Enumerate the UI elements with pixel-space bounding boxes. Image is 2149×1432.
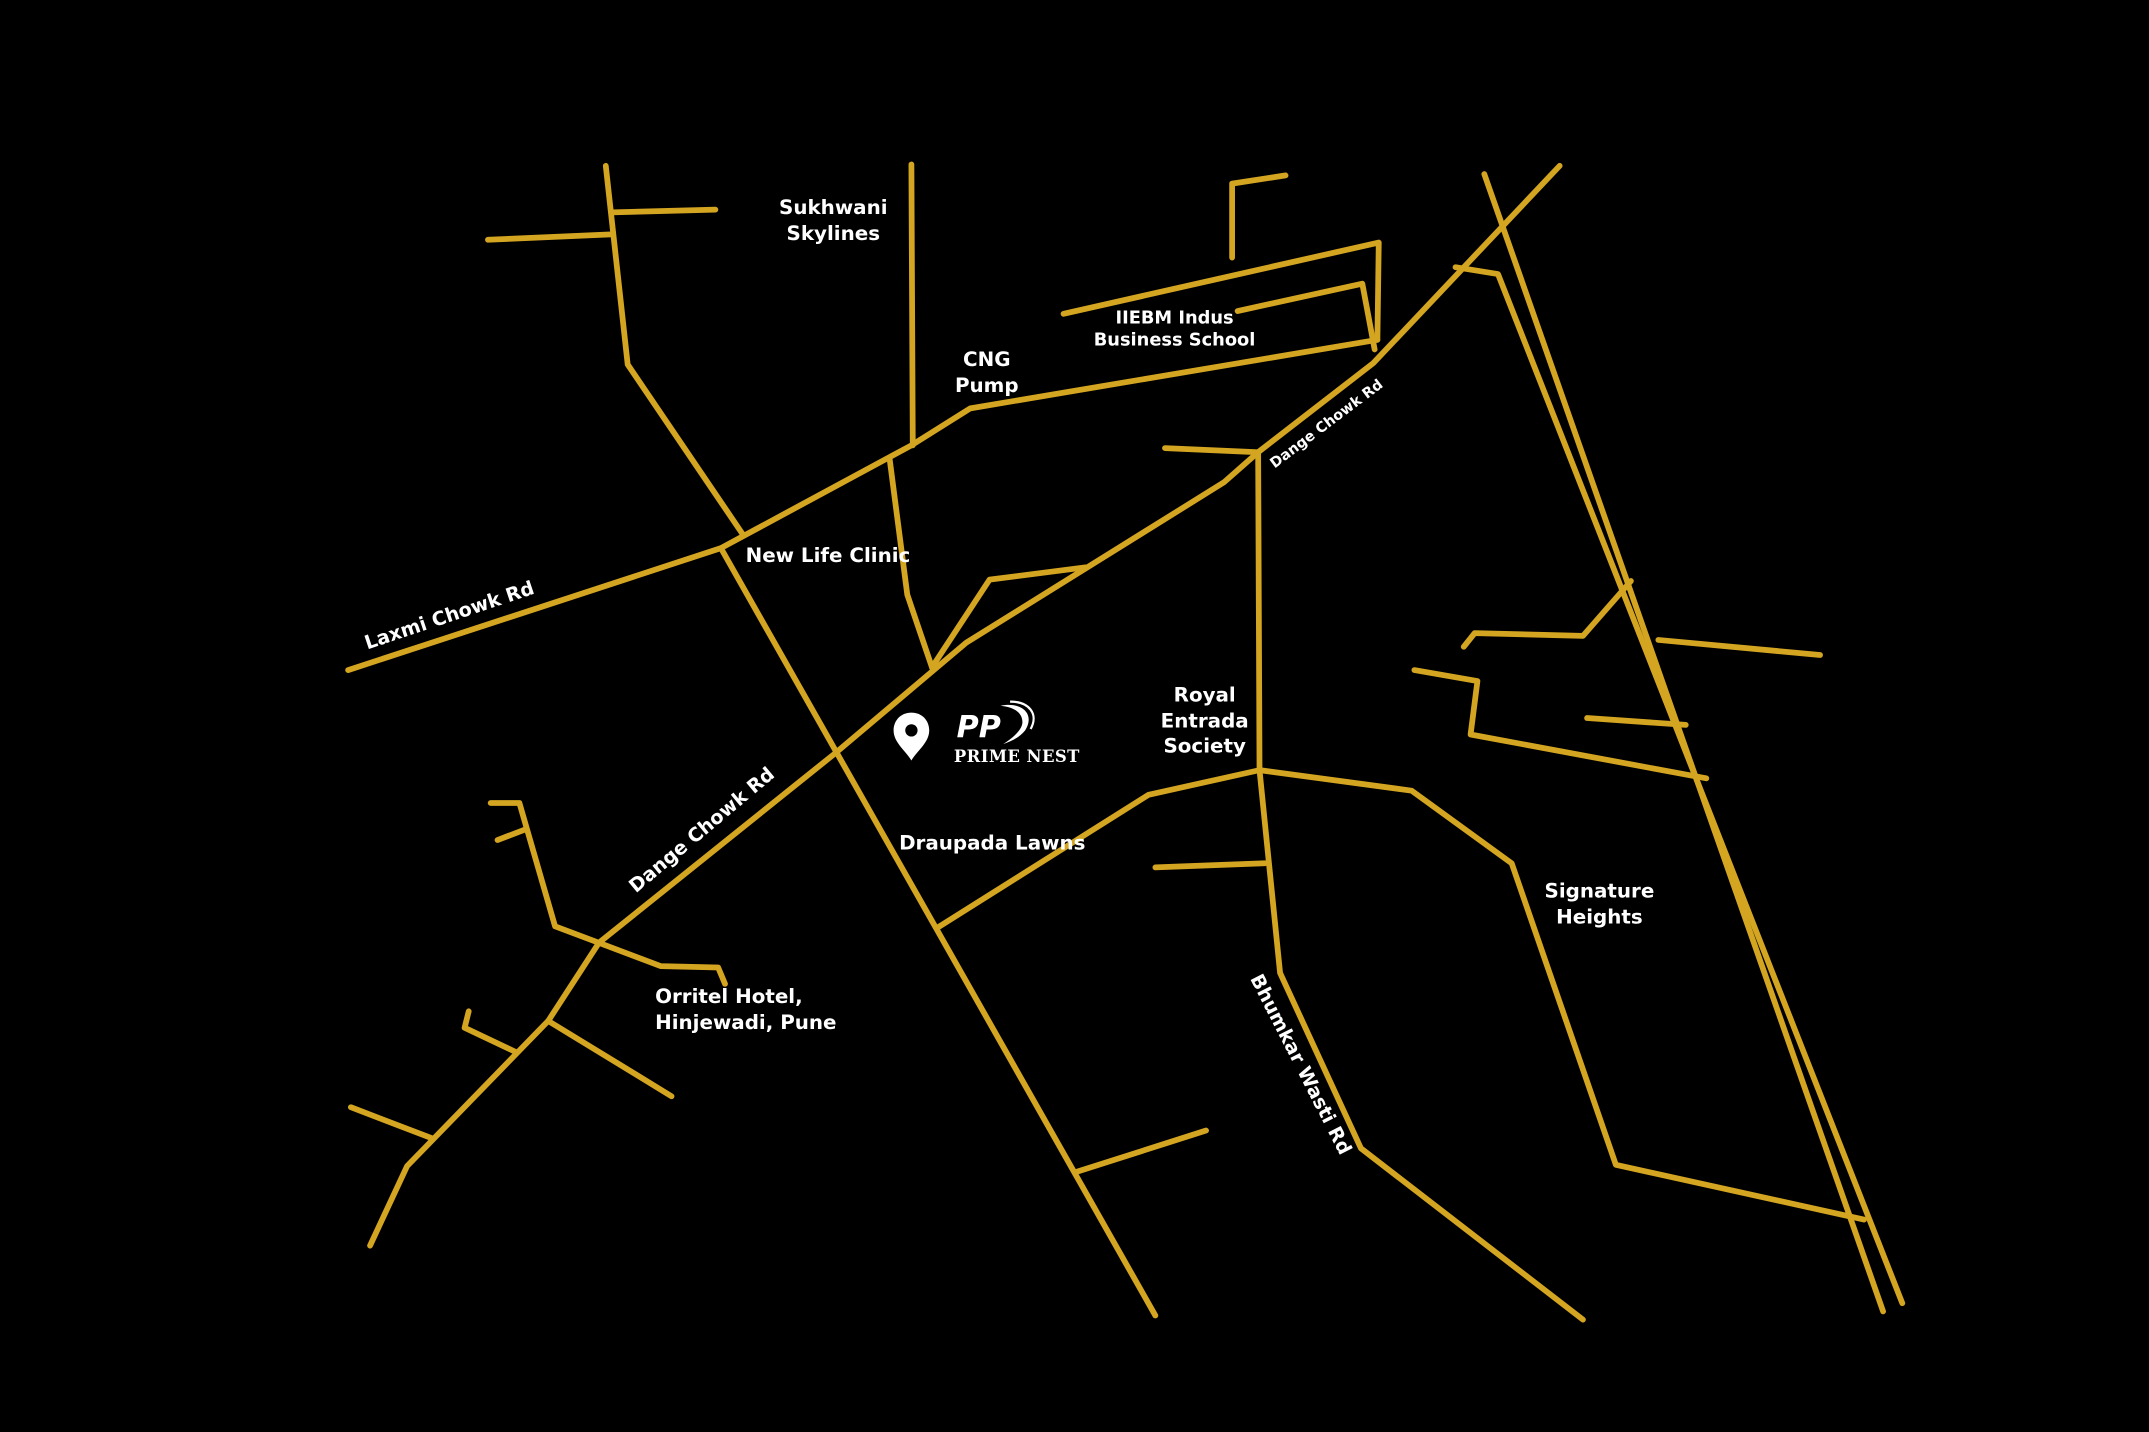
landmark-line: Orritel Hotel, [655,985,803,1008]
landmark-line: Hinjewadi, Pune [655,1011,836,1034]
road-sukhwani [908,161,916,449]
landmark-line: CNG [963,348,1011,371]
road-new-life-diagonal [718,545,1159,1319]
landmark-sukhwani-skylines: Sukhwani Skylines [779,196,887,245]
landmark-iiebm: IIEBM Indus Business School [1094,307,1256,350]
road-sw-orritel [487,800,728,987]
landmark-draupada-lawns: Draupada Lawns [899,832,1085,855]
logo-swoosh-icon [1000,704,1029,745]
landmark-line: Skylines [787,222,881,245]
road-nw-vertical [602,162,746,538]
road-dange-stub [1162,445,1262,456]
landmark-orritel-hotel: Orritel Hotel, Hinjewadi, Pune [655,985,836,1034]
landmark-signature-heights: Signature Heights [1545,880,1655,929]
road-south-branch [1074,1127,1209,1175]
road-network [345,161,1906,1323]
road-east-connector-1 [1460,578,1634,650]
landmark-royal-entrada: Royal Entrada Society [1161,684,1249,758]
road-nw-branch-right [608,206,719,216]
road-east-2 [1452,264,1906,1307]
location-pin-icon [893,712,930,761]
road-iiebm-top [1060,239,1382,343]
landmark-line: Entrada [1161,710,1249,733]
logo-pp: PP [957,710,1001,745]
landmark-line: Signature [1545,880,1655,903]
road-nw-branch-left [485,231,615,243]
landmark-new-life-clinic: New Life Clinic [746,544,911,567]
landmark-line: Pump [955,374,1019,397]
road-sw-stub [494,826,530,843]
road-inner-south [886,454,935,671]
brand-name: PRIME NEST [954,747,1080,766]
prime-nest-logo: PP PRIME NEST [954,700,1080,766]
landmark-line: IIEBM Indus [1115,307,1233,328]
landmark-cng-pump: CNG Pump [955,348,1019,397]
landmark-line: Society [1163,734,1245,757]
road-iiebm-inner [1234,280,1378,353]
road-bhumkar-branch [1152,860,1268,871]
landmark-line: Business School [1094,329,1256,350]
road-east-connector-3 [1411,667,1710,782]
road-sw-branch-west [461,1008,520,1056]
prime-nest-marker[interactable]: PP PRIME NEST [893,700,1081,766]
landmark-line: Sukhwani [779,196,887,219]
road-sw-branch-east [545,1018,675,1100]
road-east-connector-4 [1584,715,1689,728]
road-dange-chowk [367,162,1563,1249]
road-draupada [934,767,1867,1223]
road-iiebm-stub [1229,172,1289,261]
road-bhumkar-wasti [1255,449,1586,1323]
road-east-connector-2 [1655,637,1823,658]
road-sw-branch-far [347,1104,436,1142]
landmark-line: Royal [1174,684,1236,707]
landmark-line: Heights [1556,906,1643,929]
road-inner-loop [929,564,1089,671]
